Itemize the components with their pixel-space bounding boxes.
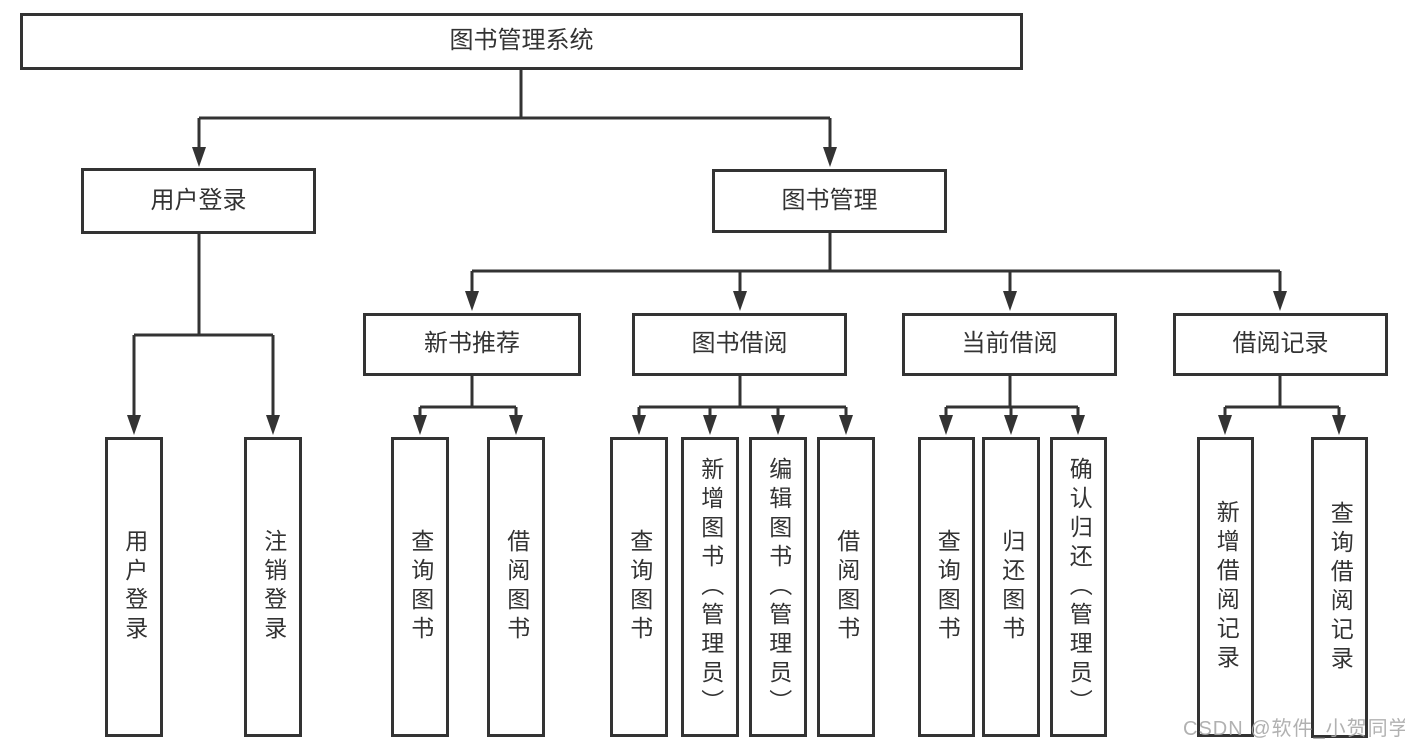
leaf-borrow-book-recommend: 借阅图书	[487, 437, 545, 737]
csdn-watermark: CSDN @软件_小贺同学	[1183, 718, 1405, 740]
node-new-book-recommend: 新书推荐	[363, 313, 581, 376]
node-book-borrow: 图书借阅	[632, 313, 847, 376]
leaf-user-login: 用户登录	[105, 437, 163, 737]
leaf-add-borrow-record: 新增借阅记录	[1197, 437, 1254, 737]
leaf-query-book-recommend: 查询图书	[391, 437, 449, 737]
leaf-borrow-book: 借阅图书	[817, 437, 875, 737]
connector-paths	[132, 70, 1341, 417]
leaf-add-book-admin: 新增图书（管理员）	[681, 437, 739, 737]
arrowheads	[127, 147, 1346, 435]
leaf-confirm-return-admin: 确认归还（管理员）	[1050, 437, 1107, 737]
node-current-borrow: 当前借阅	[902, 313, 1117, 376]
node-borrow-records: 借阅记录	[1173, 313, 1388, 376]
leaf-query-book-current: 查询图书	[918, 437, 975, 737]
leaf-logout: 注销登录	[244, 437, 302, 737]
node-library-management-system: 图书管理系统	[20, 13, 1023, 70]
node-user-login: 用户登录	[81, 168, 316, 234]
leaf-edit-book-admin: 编辑图书（管理员）	[749, 437, 807, 737]
leaf-query-borrow-record: 查询借阅记录	[1311, 437, 1368, 738]
node-book-management: 图书管理	[712, 169, 947, 233]
leaf-return-book: 归还图书	[982, 437, 1040, 737]
leaf-query-book-borrow: 查询图书	[610, 437, 668, 737]
